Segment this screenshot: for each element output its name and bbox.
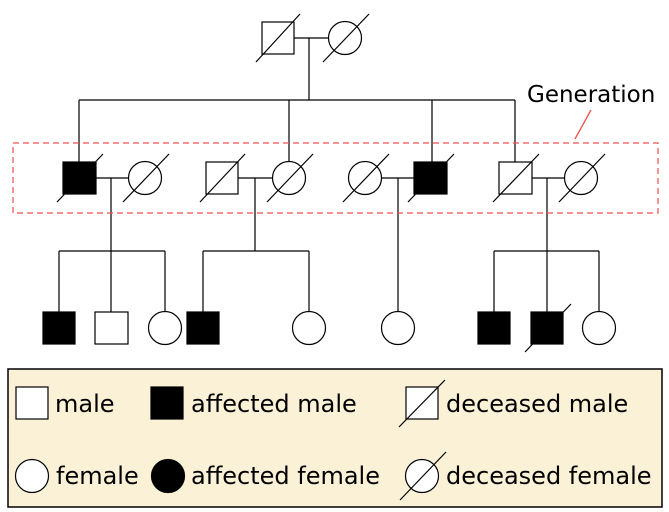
deceased-female-symbol [558, 153, 606, 203]
female-symbol [291, 310, 327, 346]
female-symbol [380, 310, 416, 346]
affected-male-symbol [42, 311, 76, 345]
female-symbol [147, 310, 183, 346]
legend-male-symbol [15, 386, 49, 420]
affected-deceased-male-symbol [407, 153, 455, 203]
legend-deceased-male-label: deceased male [446, 390, 628, 418]
affected-deceased-male-symbol [524, 303, 572, 353]
legend-male-label: male [55, 390, 115, 418]
deceased-male-symbol [199, 153, 246, 203]
generation-1 [255, 13, 370, 63]
legend-affected-female-symbol [150, 458, 186, 494]
legend-deceased-female-symbol [399, 451, 447, 501]
pedigree-lines [58, 37, 600, 312]
legend-affected-female-label: affected female [191, 462, 380, 490]
legend-deceased-female-label: deceased female [446, 462, 652, 490]
generation-3 [42, 303, 617, 353]
deceased-female-symbol [322, 13, 370, 63]
affected-male-symbol [477, 311, 511, 345]
generation-label: Generation [527, 82, 655, 108]
legend-deceased-male-symbol [398, 379, 446, 428]
generation-annotation: Generation [12, 82, 659, 214]
deceased-female-symbol [266, 153, 314, 203]
legend: male affected male deceased male female … [7, 368, 663, 508]
legend-box [7, 368, 663, 508]
deceased-female-symbol [122, 153, 170, 203]
affected-deceased-male-symbol [56, 153, 104, 203]
female-symbol [581, 310, 617, 346]
generation-highlight-box [12, 142, 659, 214]
legend-affected-male-symbol [150, 386, 184, 420]
affected-male-symbol [186, 311, 220, 345]
deceased-female-symbol [342, 153, 390, 203]
legend-female-symbol [14, 458, 50, 494]
deceased-male-symbol [492, 153, 540, 203]
male-symbol [94, 311, 129, 345]
generation-pointer-line [574, 109, 592, 140]
legend-affected-male-label: affected male [191, 390, 357, 418]
legend-female-label: female [56, 462, 139, 490]
generation-2 [56, 153, 606, 203]
deceased-male-symbol [255, 13, 301, 63]
